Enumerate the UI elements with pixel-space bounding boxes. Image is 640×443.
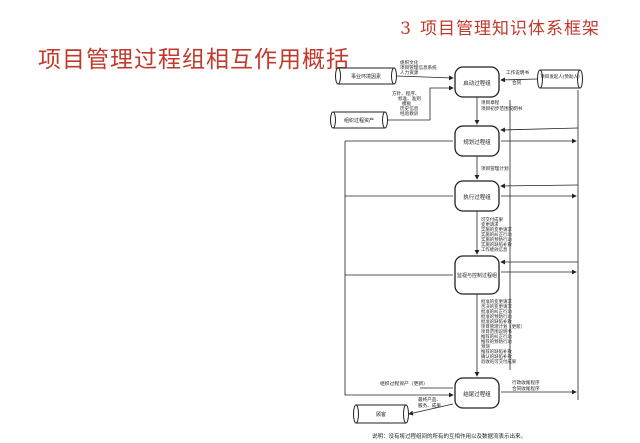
project-initiator-label: 项目发起人(赞助人) xyxy=(540,73,580,80)
asset-input-1: 标准、准则 xyxy=(398,95,421,102)
env-input-0: 组织文化 xyxy=(400,59,419,66)
monitoring-out: 推荐的缺陷补救 xyxy=(481,348,512,355)
executing-label: 执行过程组 xyxy=(463,193,491,201)
final-product-1: 服务、成果 xyxy=(418,402,441,409)
planning-out-0: 项目管理计划 xyxy=(481,165,509,172)
env-input-2: 人力资源 xyxy=(400,69,419,76)
asset-input-4: 经验教训 xyxy=(400,110,419,117)
closing-label: 结尾过程组 xyxy=(463,390,491,398)
env-inputs-text: 组织文化 项目管理信息系统 人力资源 xyxy=(400,59,437,76)
initiating-label: 启动过程组 xyxy=(463,79,491,87)
monitoring-out: 批准的缺陷补救 xyxy=(481,318,512,325)
monitoring-out: 批准的纠正行动 xyxy=(481,308,512,315)
monitoring-out: 项目范围说明书 xyxy=(481,328,512,335)
monitoring-out: 预测 xyxy=(481,343,490,350)
monitoring-outputs-text: 批准的变更请求 否决的变更请求 批准的纠正行动 批准的预防行动 批准的缺陷补救 … xyxy=(481,298,525,365)
initiating-out-0: 项目章程 xyxy=(481,99,500,106)
section-header: 3 项目管理知识体系框架 xyxy=(400,14,600,39)
executing-out: 实施的变更请求 xyxy=(481,226,512,233)
asset-input-0: 方针、程序、 xyxy=(392,90,420,97)
closing-out-0: 行政收尾程序 xyxy=(512,379,540,386)
monitoring-out: 批准的预防行动 xyxy=(481,313,512,320)
executing-out: 实施的预防行动 xyxy=(481,236,512,243)
slide-title: 项目管理过程组相互作用概括 xyxy=(38,47,350,73)
planning-label: 规划过程组 xyxy=(463,138,491,146)
org-assets-label: 组织过程资产 xyxy=(344,117,374,124)
project-initiator-node: 项目发起人(赞助人) xyxy=(537,69,583,89)
closing-outputs-text: 行政收尾程序 合同收尾程序 xyxy=(512,379,540,392)
closing-out-1: 合同收尾程序 xyxy=(512,385,540,392)
executing-out: 变更请求 xyxy=(481,221,499,228)
final-product-0: 最终产品、 xyxy=(418,396,441,403)
connectors xyxy=(344,75,579,416)
monitoring-out: 批准的变更请求 xyxy=(481,298,512,305)
executing-out: 工作绩效信息 xyxy=(481,246,508,253)
enterprise-env-node: 事业环境因素 xyxy=(335,67,397,85)
customer-node: 顾客 xyxy=(353,404,409,424)
executing-out: 可交付成果 xyxy=(481,216,504,223)
org-assets-update-label: 组织过程资产（更新） xyxy=(380,380,428,387)
monitoring-out: 项目管理计划（更新） xyxy=(481,323,525,330)
executing-process-group: 执行过程组 xyxy=(454,180,500,212)
executing-out: 实施的缺陷补救 xyxy=(481,241,512,248)
section-title: 项目管理知识体系框架 xyxy=(420,19,600,39)
monitoring-out: 推荐的预防行动 xyxy=(481,338,512,345)
monitoring-out: 确认的缺陷补救 xyxy=(481,353,512,360)
initiator-inputs-text: 工作说明书 合同 xyxy=(506,69,529,86)
executing-out: 实施的纠正行动 xyxy=(481,231,512,238)
initiating-outputs-text: 项目章程 项目初步范围说明书 xyxy=(481,99,523,112)
closing-process-group: 结尾过程组 xyxy=(454,377,500,409)
monitoring-out: 否决的变更请求 xyxy=(481,303,512,310)
initiator-input-1: 合同 xyxy=(512,79,522,86)
planning-process-group: 规划过程组 xyxy=(454,125,500,157)
enterprise-env-label: 事业环境因素 xyxy=(351,73,381,80)
asset-inputs-text: 方针、程序、 标准、准则 模板 历史信息 经验教训 xyxy=(392,90,421,117)
env-input-1: 项目管理信息系统 xyxy=(400,64,437,71)
asset-input-3: 历史信息 xyxy=(400,105,419,112)
final-product-text: 最终产品、 服务、成果 xyxy=(418,396,441,409)
planning-outputs-text: 项目管理计划 xyxy=(481,165,509,172)
monitoring-process-group: 监视与控制过程组 xyxy=(454,255,500,295)
customer-label: 顾客 xyxy=(376,411,386,418)
asset-input-2: 模板 xyxy=(402,100,412,107)
monitoring-label: 监视与控制过程组 xyxy=(457,272,497,279)
initiating-process-group: 启动过程组 xyxy=(454,66,500,98)
org-assets-node: 组织过程资产 xyxy=(330,111,388,129)
monitoring-out: 推荐的纠正行动 xyxy=(481,333,512,340)
initiator-input-0: 工作说明书 xyxy=(506,69,529,76)
section-number: 3 xyxy=(400,19,412,39)
footnote: 说明：没有将过程组间的所有的互相作用以及数据流表示出来。 xyxy=(372,432,526,440)
executing-outputs-text: 可交付成果 变更请求 实施的变更请求 实施的纠正行动 实施的预防行动 实施的缺陷… xyxy=(481,216,512,253)
monitoring-out: 验收的可交付成果 xyxy=(481,358,517,365)
initiating-out-1: 项目初步范围说明书 xyxy=(481,105,523,112)
